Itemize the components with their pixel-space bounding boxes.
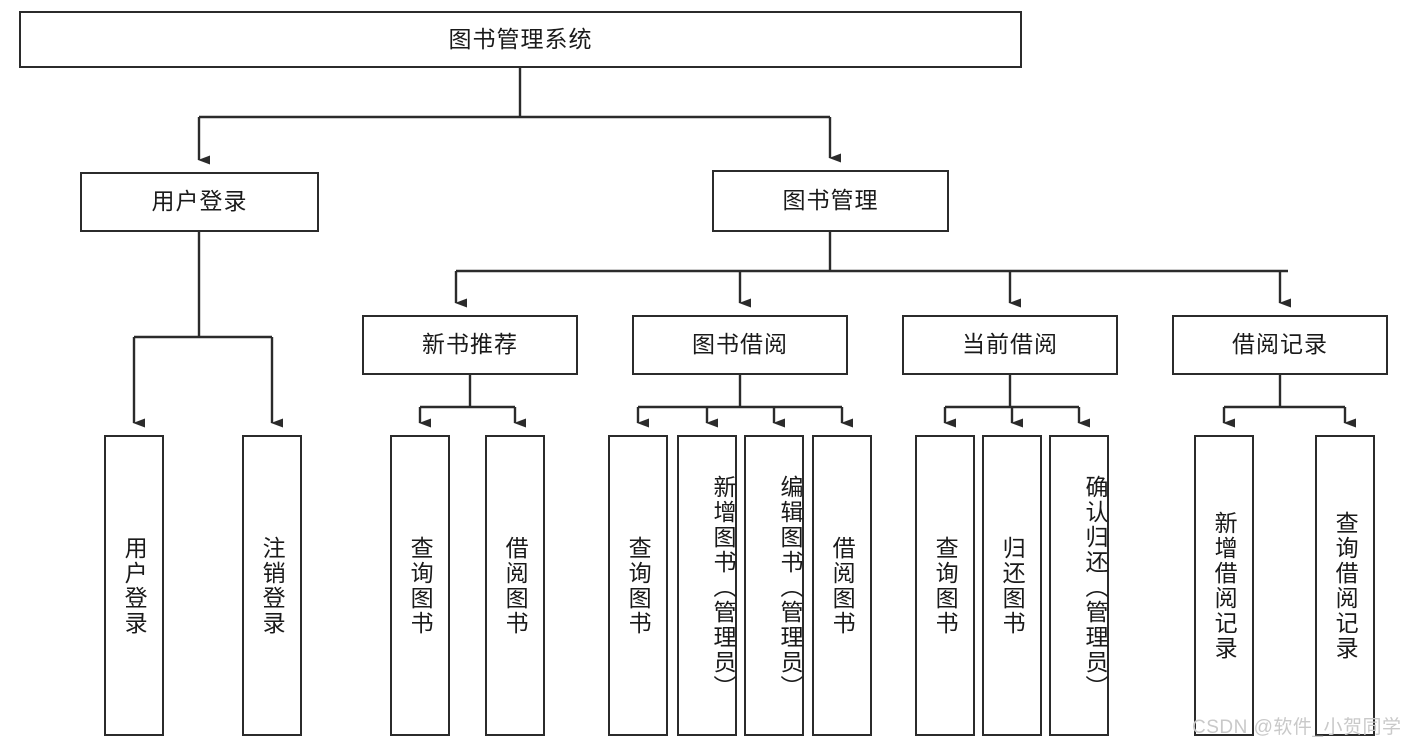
node-leaf-7[interactable]: 借阅图书 [812, 435, 872, 736]
node-leaf-1[interactable]: 注销登录 [242, 435, 302, 736]
csdn-watermark: CSDN @软件_小贺同学 [1192, 717, 1402, 738]
node-leaf-4[interactable]: 查询图书 [608, 435, 668, 736]
node-leaf-5[interactable]: 新增图书（管理员） [677, 435, 737, 736]
node-leaf-11[interactable]: 新增借阅记录 [1194, 435, 1254, 736]
node-leaf-12[interactable]: 查询借阅记录 [1315, 435, 1375, 736]
node-root[interactable]: 图书管理系统 [19, 11, 1022, 68]
node-level2-0[interactable]: 新书推荐 [362, 315, 578, 375]
node-leaf-0[interactable]: 用户登录 [104, 435, 164, 736]
node-leaf-8[interactable]: 查询图书 [915, 435, 975, 736]
node-leaf-6[interactable]: 编辑图书（管理员） [744, 435, 804, 736]
node-level2-1[interactable]: 图书借阅 [632, 315, 848, 375]
node-level1-0[interactable]: 用户登录 [80, 172, 319, 232]
node-level1-1[interactable]: 图书管理 [712, 170, 949, 232]
node-leaf-2[interactable]: 查询图书 [390, 435, 450, 736]
node-leaf-10[interactable]: 确认归还（管理员） [1049, 435, 1109, 736]
node-level2-3[interactable]: 借阅记录 [1172, 315, 1388, 375]
node-level2-2[interactable]: 当前借阅 [902, 315, 1118, 375]
node-leaf-9[interactable]: 归还图书 [982, 435, 1042, 736]
node-leaf-3[interactable]: 借阅图书 [485, 435, 545, 736]
